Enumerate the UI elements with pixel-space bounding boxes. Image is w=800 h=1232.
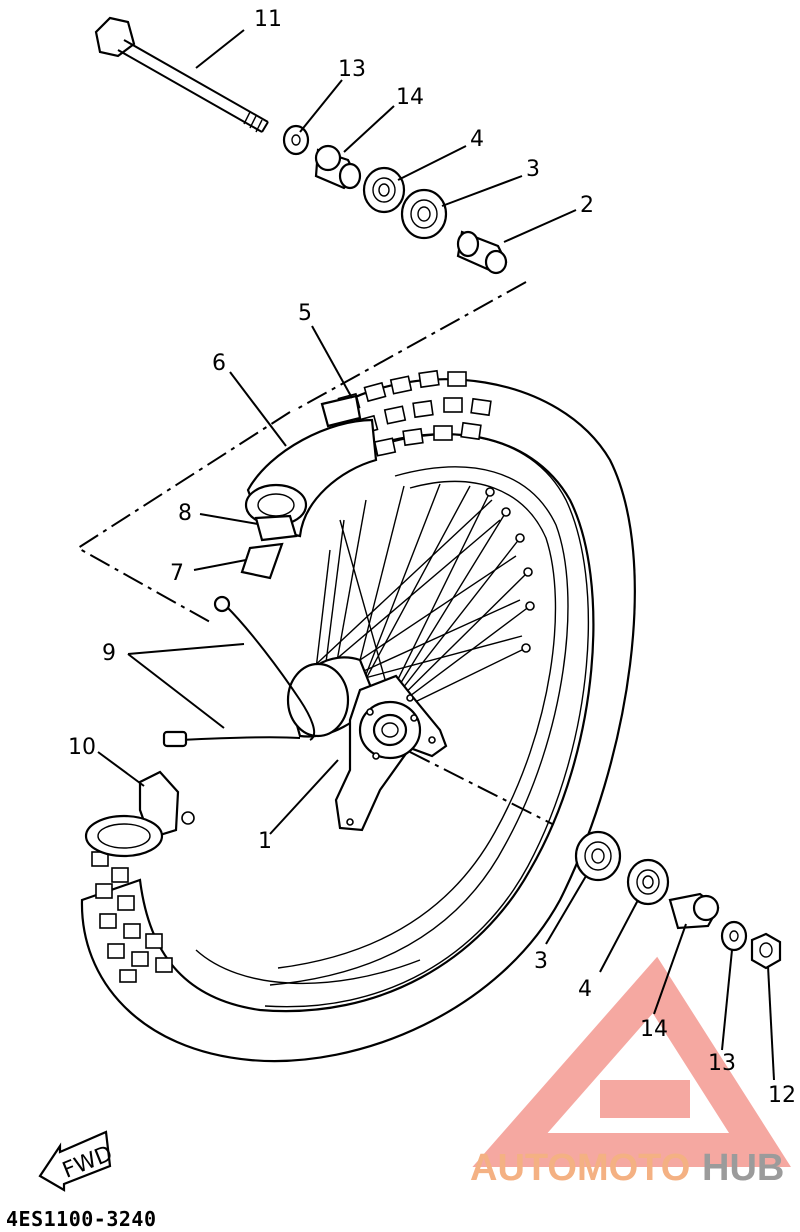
callout-1: 1 [258, 829, 272, 854]
callout-11: 11 [254, 7, 282, 32]
spacer-part-2 [456, 230, 508, 275]
callout-13-bottom: 13 [708, 1051, 736, 1076]
collar-part-14-top [314, 144, 362, 190]
bearing-part-3-bottom [574, 830, 622, 882]
leader-lines [97, 29, 775, 1081]
bearing-part-4-bottom [626, 858, 670, 906]
bearing-part-4-top [362, 166, 406, 214]
callout-9: 9 [102, 641, 116, 666]
diagram-code: 4ES1100-3240 [6, 1207, 157, 1231]
cable-part-9 [162, 595, 316, 748]
watermark-part-2: HUB [702, 1147, 784, 1189]
washer-part-13-top [282, 124, 310, 156]
fwd-arrow: FWD [38, 1130, 116, 1192]
collar-part-14-bottom [668, 892, 720, 930]
callout-3-top: 3 [526, 157, 540, 182]
watermark-logo-triangle [472, 956, 791, 1167]
axis-line-lower [409, 751, 581, 839]
axle-part-11 [94, 16, 269, 133]
bearing-part-3-top [400, 188, 448, 240]
callout-4-bottom: 4 [578, 977, 592, 1002]
watermark-text: AUTOMOTO HUB [470, 1147, 784, 1189]
rim-band-part-5 [320, 394, 362, 428]
spoke-nipples [485, 487, 535, 653]
tire-tread-bottom [91, 851, 173, 983]
callout-6: 6 [212, 351, 226, 376]
rim-lock-part-7 [240, 542, 284, 580]
callout-4-top: 4 [470, 127, 484, 152]
washer-part-13-bottom [720, 920, 748, 952]
nut-part-12 [750, 932, 782, 970]
hub-part-1 [286, 656, 448, 832]
callout-12: 12 [768, 1083, 796, 1108]
callout-14-top: 14 [396, 85, 424, 110]
tire-tread-top [337, 369, 492, 457]
callout-10: 10 [68, 735, 96, 760]
callout-7: 7 [170, 561, 184, 586]
callout-14-bottom: 14 [640, 1017, 668, 1042]
callout-8: 8 [178, 501, 192, 526]
callout-labels: 11 13 14 4 3 2 5 6 8 7 9 10 1 3 4 14 13 … [68, 7, 796, 1108]
tube-part-6 [244, 418, 378, 538]
watermark-part-1: AUTOMOTO [470, 1147, 690, 1189]
axis-line-upper [294, 281, 527, 411]
callout-13-top: 13 [338, 57, 366, 82]
callout-3-bottom: 3 [534, 949, 548, 974]
rim-lock-part-8 [254, 514, 298, 542]
callout-5: 5 [298, 301, 312, 326]
axis-line-upper-left [76, 411, 291, 623]
tire [80, 378, 636, 1063]
rim-lock-part-10 [84, 770, 195, 858]
callout-2: 2 [580, 193, 594, 218]
